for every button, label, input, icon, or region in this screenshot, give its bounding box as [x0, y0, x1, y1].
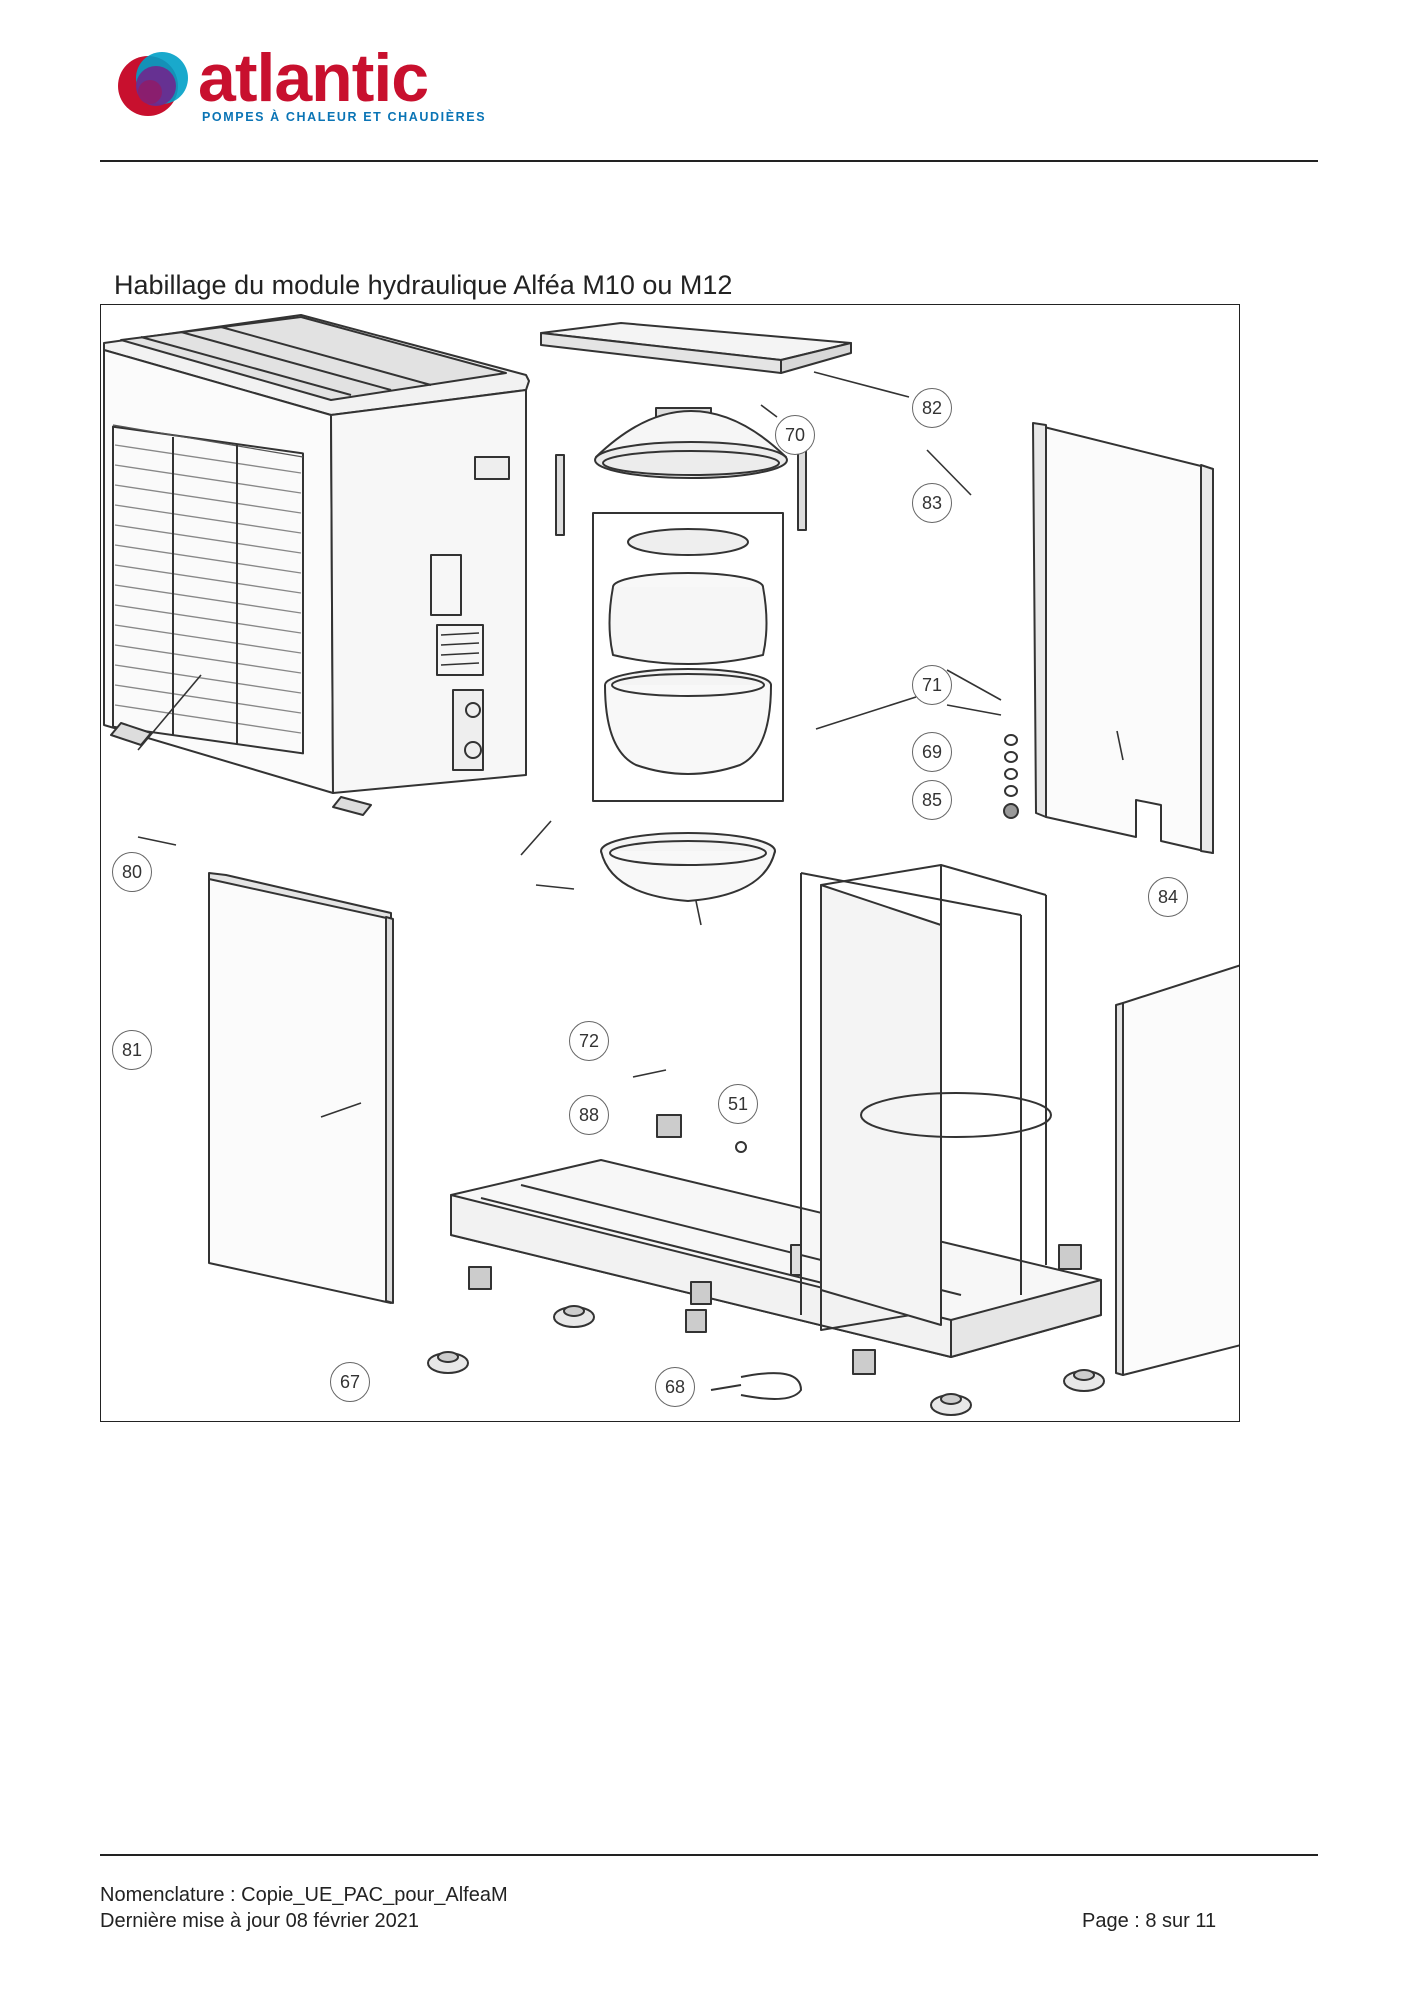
callout-88: 88 [569, 1095, 609, 1135]
anti-vibration-feet-drawing [427, 1305, 1105, 1416]
callout-71: 71 [912, 665, 952, 705]
brand-tagline: POMPES À CHALEUR ET CHAUDIÈRES [202, 110, 487, 124]
dome-cover-drawing [594, 410, 788, 479]
gaskets-drawing [468, 1114, 1082, 1375]
tank-drawing [604, 528, 772, 775]
callout-84: 84 [1148, 877, 1188, 917]
side-panel-right-drawing [1115, 964, 1239, 1376]
footer-nomenclature: Nomenclature : Copie_UE_PAC_pour_AlfeaM [100, 1884, 508, 1906]
rear-panel-drawing [1032, 422, 1214, 854]
section-title: Habillage du module hydraulique Alféa M1… [114, 270, 733, 300]
callout-82: 82 [912, 388, 952, 428]
callout-85: 85 [912, 780, 952, 820]
callout-67: 67 [330, 1362, 370, 1402]
callout-70: 70 [775, 415, 815, 455]
callout-69: 69 [912, 732, 952, 772]
rings-drawing [1003, 734, 1019, 819]
footer-page-number: Page : 8 sur 11 [1082, 1910, 1217, 1932]
outdoor-unit-drawing [103, 314, 530, 816]
footer-rule [100, 1854, 1318, 1856]
callout-68: 68 [655, 1367, 695, 1407]
side-panel-left-drawing [208, 872, 394, 1304]
footer-last-update: Dernière mise à jour 08 février 2021 [100, 1910, 420, 1932]
callout-51: 51 [718, 1084, 758, 1124]
callout-81: 81 [112, 1030, 152, 1070]
callout-83: 83 [912, 483, 952, 523]
callout-72: 72 [569, 1021, 609, 1061]
top-cover-drawing [540, 322, 852, 374]
frame-base-drawing [450, 864, 1102, 1358]
sensor-cable-drawing [710, 1372, 802, 1400]
exploded-diagram: 82 70 83 71 69 85 80 84 81 72 88 51 67 68 [100, 304, 1240, 1422]
diagram-drawing [103, 314, 1239, 1416]
brand-name: atlantic [198, 40, 429, 116]
atlantic-logo-icon [118, 52, 188, 116]
header-rule [100, 160, 1318, 162]
brand-logo: atlantic POMPES À CHALEUR ET CHAUDIÈRES [110, 38, 490, 133]
basin-drawing [600, 832, 776, 902]
callout-80: 80 [112, 852, 152, 892]
